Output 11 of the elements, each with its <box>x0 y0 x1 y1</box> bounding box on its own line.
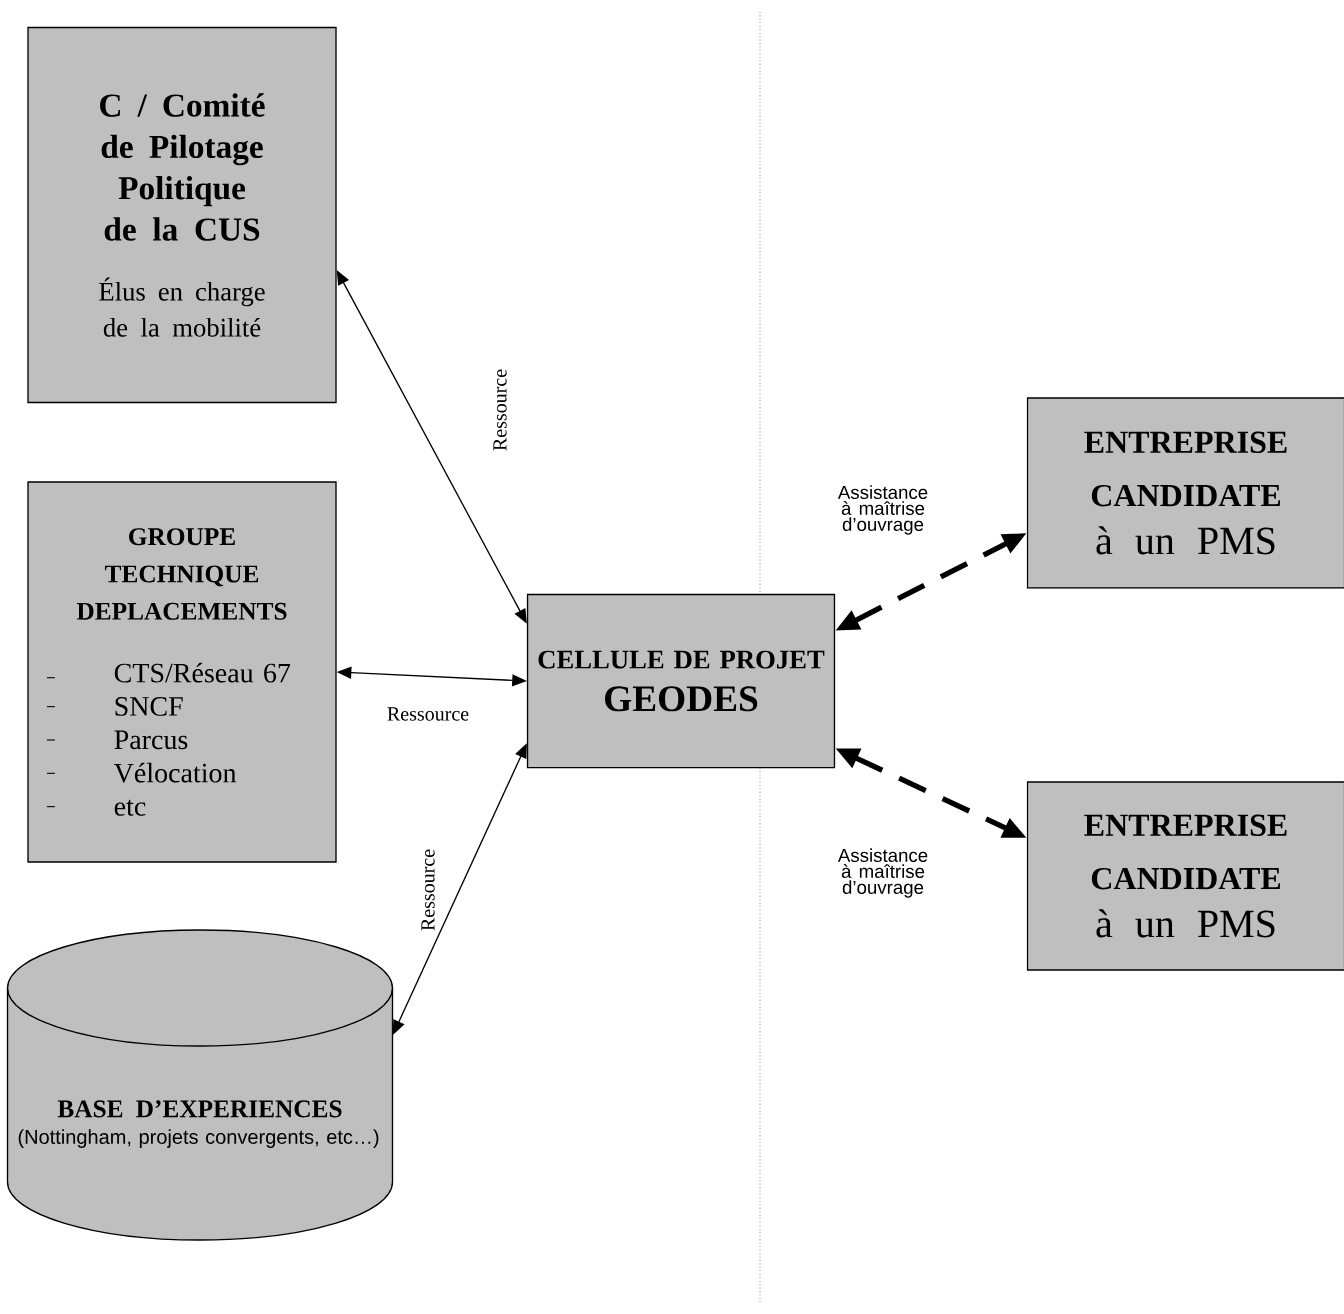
database-cylinder: BASE D’EXPERIENCES (Nottingham, projets convergents, etc…) <box>6 929 394 1241</box>
edge-label: Ressource <box>420 847 436 933</box>
edge-label: Assistance à maîtrise d’ouvrage <box>824 483 942 537</box>
edge-label: Ressource <box>492 367 508 453</box>
process-box: ENTREPRISE CANDIDATE à un PMS <box>1026 781 1344 971</box>
process-box: C / Comité de Pilotage Politique de la CUS Élus en charge de la mobilité <box>27 26 337 404</box>
process-box: ENTREPRISE CANDIDATE à un PMS <box>1026 397 1344 589</box>
edge-label: Assistance à maîtrise d’ouvrage <box>824 847 942 900</box>
process-box: GROUPE TECHNIQUE DEPLACEMENTS CTS/Réseau 67 SNCF Parcus Vélocation etc <box>27 481 337 863</box>
edge-label: Ressource <box>385 706 471 722</box>
process-box: CELLULE DE PROJET GEODES <box>526 593 836 769</box>
